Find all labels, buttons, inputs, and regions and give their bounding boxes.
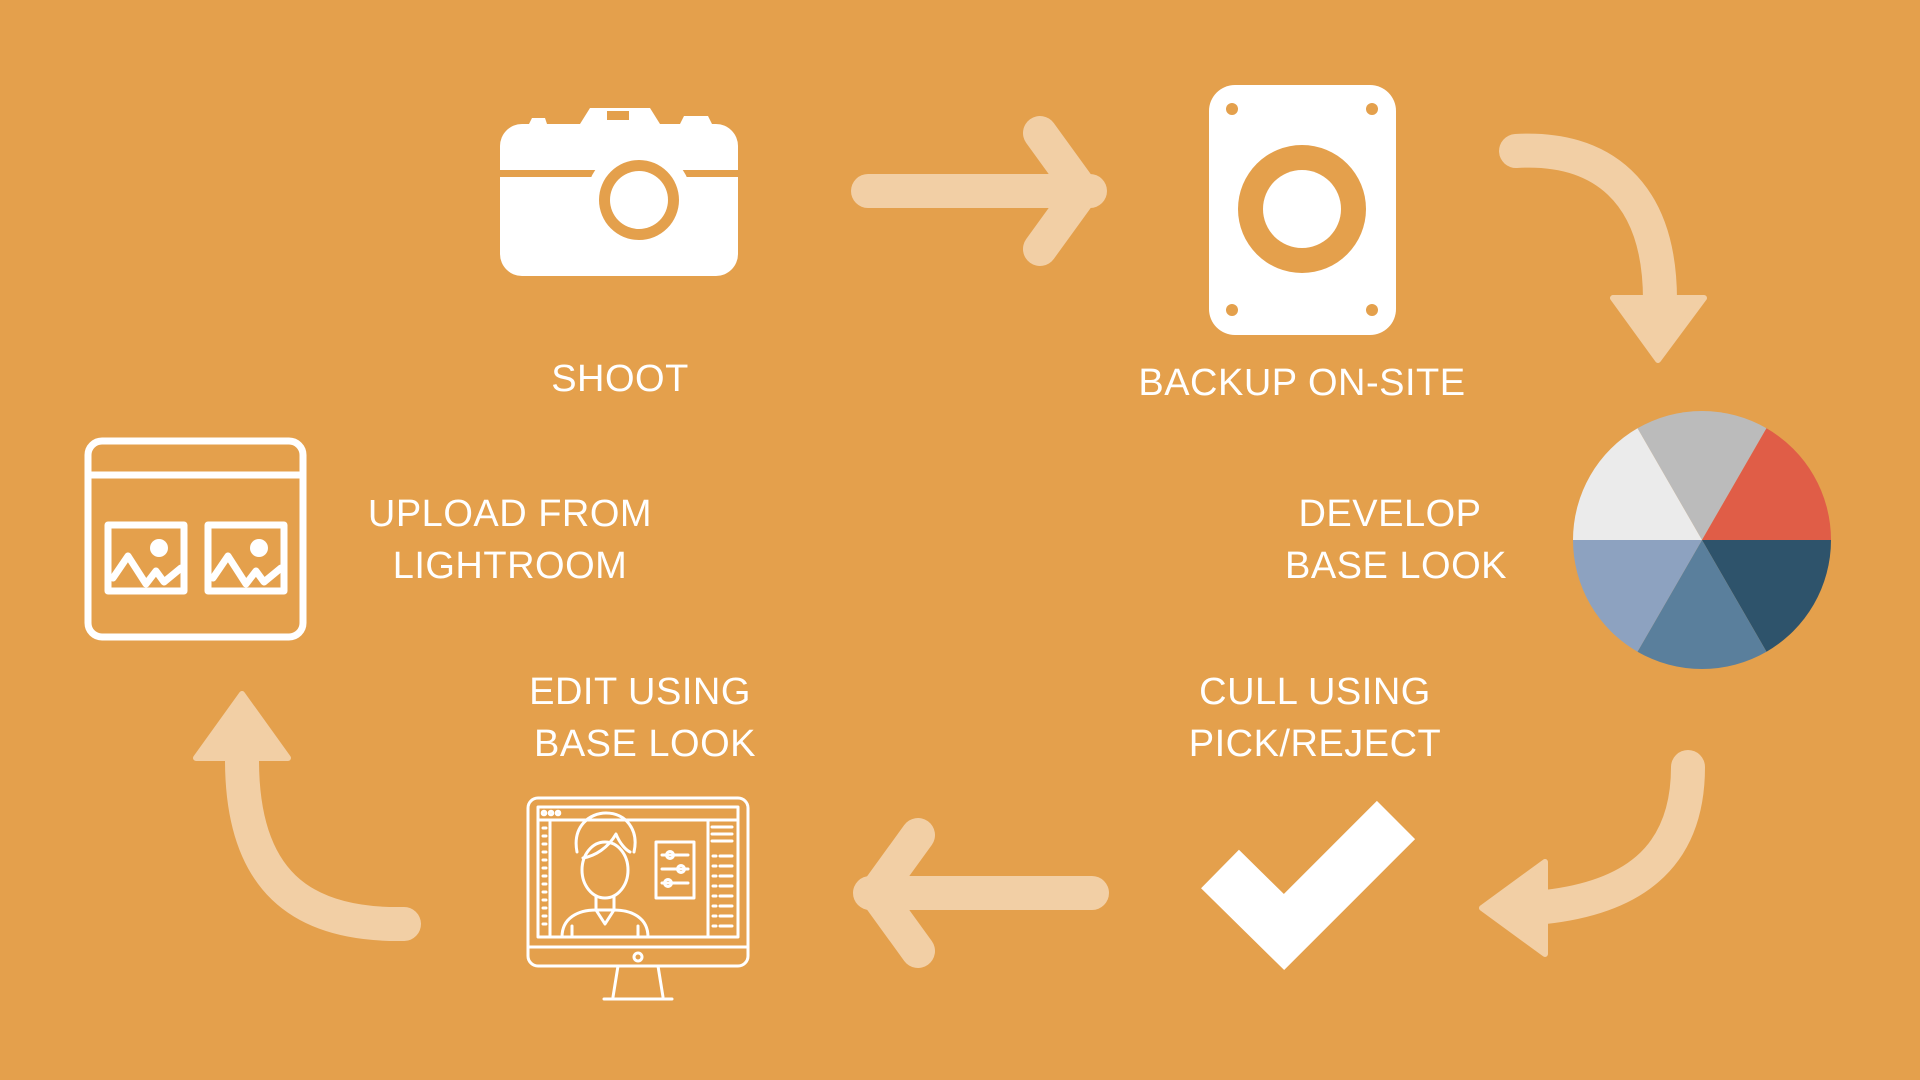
arrow-right-top <box>851 116 1107 266</box>
color-wheel-wedge <box>1702 428 1831 540</box>
arrow-left-bottom <box>853 818 1109 968</box>
label-cull-line2: PICK/REJECT <box>1188 723 1442 765</box>
label-develop-line1: DEVELOP <box>1298 493 1482 535</box>
color-wheel-wedge <box>1573 540 1702 652</box>
color-wheel-wedge <box>1637 411 1767 540</box>
label-cull-line1: CULL USING <box>1199 671 1431 713</box>
checkmark-icon <box>1201 800 1416 971</box>
step-label-backup: BACKUP ON-SITE <box>1122 357 1482 409</box>
color-wheel-wedge <box>1573 428 1702 540</box>
hard-drive-icon <box>1209 85 1396 335</box>
step-label-develop: DEVELOP BASE LOOK <box>1265 488 1515 592</box>
camera-icon <box>500 108 738 276</box>
arrow-head-up <box>193 691 291 761</box>
label-edit-line1: EDIT USING <box>529 671 751 713</box>
label-edit-line2: BASE LOOK <box>533 723 757 765</box>
step-label-shoot: SHOOT <box>520 353 720 405</box>
label-shoot-text: SHOOT <box>551 358 689 400</box>
label-upload-line2: LIGHTROOM <box>392 545 628 587</box>
arrow-head-left <box>1479 859 1548 957</box>
arrow-curve-down-right <box>1499 133 1677 317</box>
color-wheel-icon <box>1573 411 1831 669</box>
photo-gallery-icon <box>84 437 307 641</box>
color-wheel-wedge <box>1637 540 1767 669</box>
step-label-cull: CULL USING PICK/REJECT <box>1175 666 1455 770</box>
monitor-editing-icon <box>526 796 750 1001</box>
color-wheel-wedge <box>1702 540 1831 652</box>
step-label-upload: UPLOAD FROM LIGHTROOM <box>360 488 660 592</box>
label-backup-text: BACKUP ON-SITE <box>1138 362 1466 404</box>
arrow-curve-up-left <box>225 743 421 942</box>
label-develop-line2: BASE LOOK <box>1284 545 1508 587</box>
arrow-head-down <box>1610 295 1707 363</box>
label-upload-line1: UPLOAD FROM <box>367 493 653 535</box>
arrow-curve-down-left <box>1518 750 1705 925</box>
step-label-edit: EDIT USING BASE LOOK <box>500 666 780 770</box>
